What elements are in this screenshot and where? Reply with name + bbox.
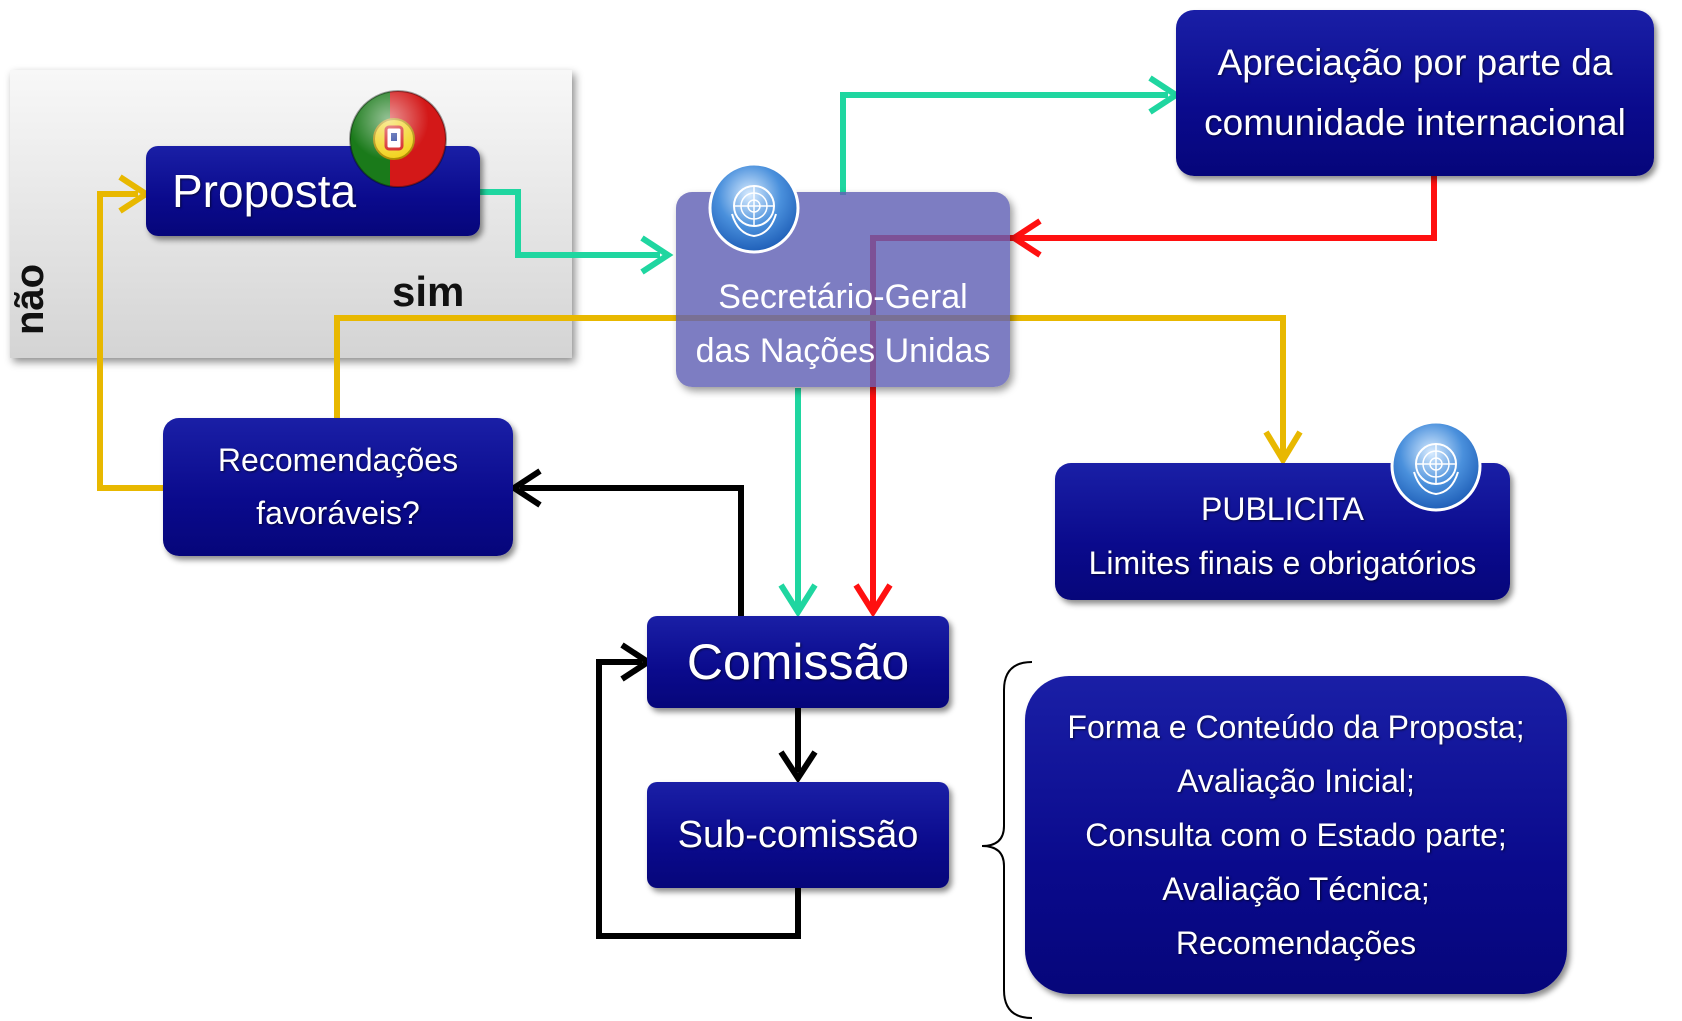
publicita-line-2: Limites finais e obrigatórios	[1088, 544, 1477, 581]
tarefa-3: Consulta com o Estado parte;	[1085, 817, 1507, 853]
arrowhead-yellow-down	[1263, 430, 1303, 466]
arrow-sg-to-apreciacao	[840, 92, 1168, 195]
apreciacao-box: Apreciação por parte da comunidade inter…	[1176, 10, 1654, 176]
portugal-flag-icon	[349, 90, 447, 188]
comissao-box: Comissão	[647, 616, 949, 708]
arrow-subcomissao-loop	[596, 659, 801, 939]
arrowhead-black-down	[778, 750, 818, 784]
un-emblem-icon	[708, 162, 800, 254]
label-sim: sim	[392, 268, 465, 315]
un-emblem-icon	[1390, 420, 1482, 512]
recomendacoes-box: Recomendações favoráveis?	[163, 418, 513, 556]
arrowhead-red-down	[853, 583, 893, 618]
arrow-recomendacoes-to-proposta	[97, 191, 163, 491]
arrowhead-red-left	[1008, 218, 1042, 258]
tarefa-5: Recomendações	[1175, 925, 1417, 961]
arrowhead-black-left	[508, 468, 542, 508]
tarefa-2: Avaliação Inicial;	[1177, 763, 1415, 799]
publicita-line-1: PUBLICITA	[1201, 490, 1364, 527]
arrow-proposta-to-sg	[480, 189, 660, 258]
publicita-box: PUBLICITA Limites finais e obrigatórios	[1055, 463, 1510, 600]
arrow-comissao-to-recomendacoes	[520, 485, 744, 618]
subcomissao-label: Sub-comissão	[677, 813, 919, 856]
proposta-label: Proposta	[172, 165, 357, 217]
subcomissao-box: Sub-comissão	[647, 782, 949, 888]
arrowhead-proposta-to-sg	[640, 235, 674, 275]
recomendacoes-line-2: favoráveis?	[256, 495, 420, 531]
apreciacao-line-1: Apreciação por parte da	[1217, 42, 1613, 83]
secretario-line-1: Secretário-Geral	[718, 278, 968, 316]
tarefas-box: Forma e Conteúdo da Proposta; Avaliação …	[1025, 676, 1567, 994]
apreciacao-line-2: comunidade internacional	[1204, 102, 1626, 143]
recomendacoes-line-1: Recomendações	[217, 442, 459, 478]
curly-brace	[981, 661, 1033, 1019]
proposta-box: Proposta	[146, 146, 480, 236]
arrowhead-sg-to-comissao	[778, 583, 818, 618]
secretario-line-2: das Nações Unidas	[695, 332, 991, 370]
tarefa-4: Avaliação Técnica;	[1162, 871, 1430, 907]
comissao-label: Comissão	[686, 634, 910, 690]
tarefa-1: Forma e Conteúdo da Proposta;	[1067, 709, 1525, 745]
arrow-apreciacao-to-comissao	[870, 176, 1437, 608]
